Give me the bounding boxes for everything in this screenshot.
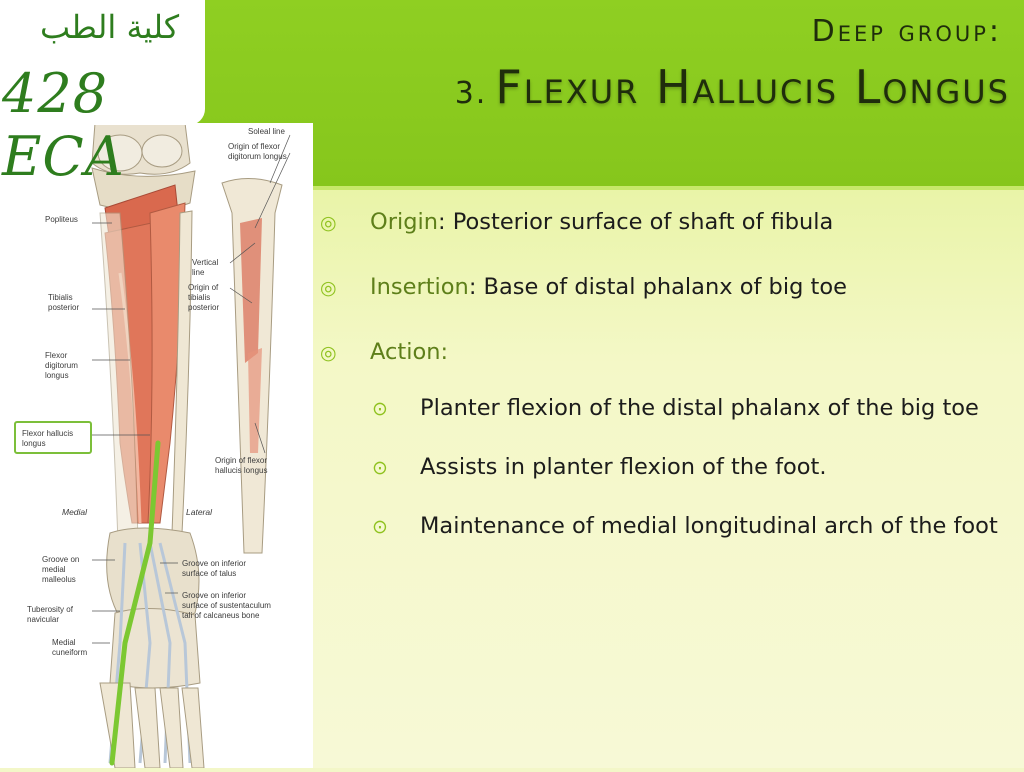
circled-dot-bullet-icon: ⊙	[372, 398, 388, 420]
action-term: Action:	[370, 339, 449, 365]
action-text: Planter flexion of the distal phalanx of…	[420, 395, 979, 421]
leg-illustration	[91, 122, 291, 769]
label-origin-fhl: Origin of flexor hallucis longus	[215, 456, 268, 475]
list-subitem-action-1: ⊙ Planter flexion of the distal phalanx …	[320, 391, 1010, 425]
logo-arabic-text: كلية الطب	[40, 8, 180, 46]
content-background	[312, 190, 1024, 768]
slide-subtitle: Deep group:	[811, 14, 1002, 49]
label-flexor-hallucis-longus-highlight: Flexor hallucis longus	[14, 421, 92, 454]
insertion-text: : Base of distal phalanx of big toe	[468, 274, 847, 300]
label-groove-talus: Groove on inferior surface of talus	[182, 559, 247, 578]
list-item-origin: ◎ Origin: Posterior surface of shaft of …	[320, 205, 1010, 239]
label-vertical-line: Vertical line	[192, 258, 219, 277]
action-text: Maintenance of medial longitudinal arch …	[420, 513, 998, 539]
anatomy-figure: Soleal line Origin of flexor digitorum l…	[0, 122, 313, 769]
slide-title: 3.Flexur Hallucis Longus	[455, 60, 1010, 114]
label-origin-tibialis-posterior: Origin of tibialis posterior	[188, 283, 220, 312]
label-popliteus: Popliteus	[45, 215, 78, 224]
label-medial: Medial	[62, 507, 88, 517]
insertion-term: Insertion	[370, 274, 469, 300]
double-circle-bullet-icon: ◎	[320, 342, 337, 364]
logo-code-text: 428 ECA	[2, 62, 125, 188]
action-text: Assists in planter flexion of the foot.	[420, 454, 827, 480]
list-subitem-action-2: ⊙ Assists in planter flexion of the foot…	[320, 450, 1010, 484]
label-soleal-line: Soleal line	[248, 127, 285, 136]
content-list: ◎ Origin: Posterior surface of shaft of …	[320, 205, 1010, 568]
label-groove-sustentaculum: Groove on inferior surface of sustentacu…	[182, 591, 271, 620]
label-flexor-hallucis-longus: Flexor hallucis longus	[22, 429, 74, 448]
list-item-insertion: ◎ Insertion: Base of distal phalanx of b…	[320, 270, 1010, 304]
double-circle-bullet-icon: ◎	[320, 277, 337, 299]
origin-text: : Posterior surface of shaft of fibula	[438, 209, 834, 235]
header-divider	[312, 186, 1024, 190]
circled-dot-bullet-icon: ⊙	[372, 516, 388, 538]
label-groove-medial-malleolus: Groove on medial malleolus	[42, 555, 80, 584]
list-subitem-action-3: ⊙ Maintenance of medial longitudinal arc…	[320, 509, 1010, 543]
label-flexor-digitorum-longus: Flexor digitorum longus	[45, 351, 78, 380]
label-lateral: Lateral	[186, 507, 212, 517]
title-number: 3.	[454, 76, 488, 111]
label-tuberosity-navicular: Tuberosity of navicular	[27, 605, 73, 624]
circled-dot-bullet-icon: ⊙	[372, 457, 388, 479]
list-item-action: ◎ Action:	[320, 335, 1010, 369]
origin-term: Origin	[370, 209, 439, 235]
title-text: Flexur Hallucis Longus	[495, 60, 1010, 114]
label-medial-cuneiform: Medial cuneiform	[52, 638, 88, 657]
label-tibialis-posterior: Tibialis posterior	[48, 293, 80, 312]
logo: كلية الطب 428 ECA	[0, 0, 205, 188]
double-circle-bullet-icon: ◎	[320, 212, 337, 234]
label-origin-fdl: Origin of flexor digitorum longus	[228, 142, 287, 161]
